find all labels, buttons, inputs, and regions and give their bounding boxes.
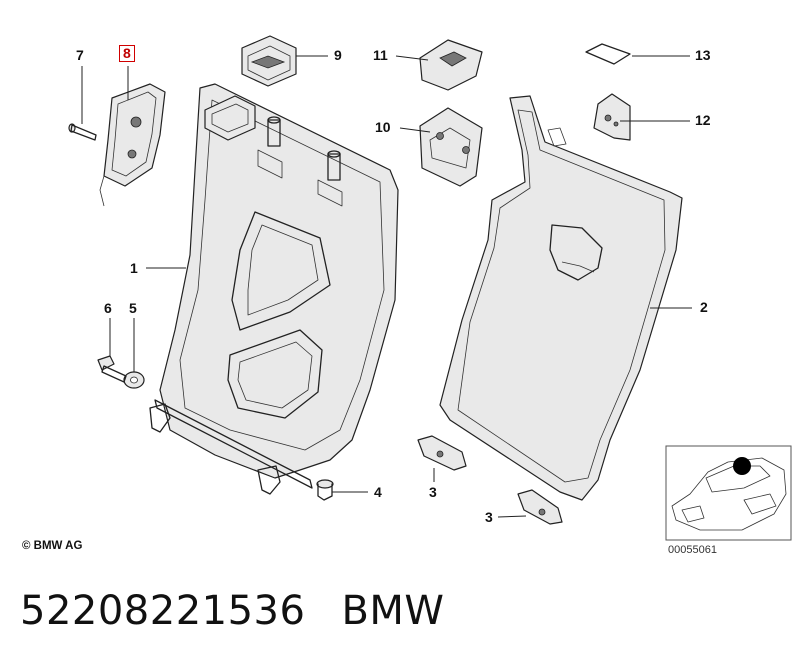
part-number: 52208221536 bbox=[20, 588, 306, 634]
callout-3-upper: 3 bbox=[429, 484, 437, 500]
callout-11: 11 bbox=[373, 47, 388, 63]
callout-7: 7 bbox=[76, 47, 84, 63]
part-11-cover-cap bbox=[419, 39, 483, 91]
part-1-backrest-frame bbox=[149, 83, 399, 495]
part-10-bracket bbox=[419, 107, 483, 187]
callout-3-lower: 3 bbox=[485, 509, 493, 525]
brand-name: BMW bbox=[341, 588, 445, 634]
part-13-pad bbox=[585, 43, 631, 65]
copyright-notice: © BMW AG bbox=[22, 540, 83, 552]
part-4-push-pin bbox=[316, 479, 334, 501]
callout-13: 13 bbox=[695, 47, 711, 63]
callout-10: 10 bbox=[375, 119, 391, 135]
part-6-bolt bbox=[97, 355, 127, 383]
part-7-screw bbox=[68, 123, 97, 141]
part-caption: 52208221536 BMW bbox=[20, 588, 444, 634]
part-2-backrest-panel bbox=[439, 95, 683, 501]
part-12-trim-cover bbox=[593, 93, 631, 141]
callout-5: 5 bbox=[129, 300, 137, 316]
callout-1: 1 bbox=[130, 260, 138, 276]
callout-2: 2 bbox=[700, 299, 708, 315]
part-5-washer bbox=[123, 371, 145, 389]
callout-12: 12 bbox=[695, 112, 711, 128]
callout-6: 6 bbox=[104, 300, 112, 316]
callout-4: 4 bbox=[374, 484, 382, 500]
car-location-inset bbox=[665, 445, 792, 541]
part-9-latch-housing bbox=[241, 35, 297, 87]
callout-8-highlighted: 8 bbox=[119, 45, 135, 62]
part-3-clip-lower bbox=[517, 489, 563, 525]
leader-lines bbox=[81, 55, 692, 518]
part-8-lock-mechanism bbox=[99, 83, 166, 207]
drawing-number: 00055061 bbox=[668, 544, 717, 556]
callout-9: 9 bbox=[334, 47, 342, 63]
part-3-clip-upper bbox=[417, 435, 467, 471]
